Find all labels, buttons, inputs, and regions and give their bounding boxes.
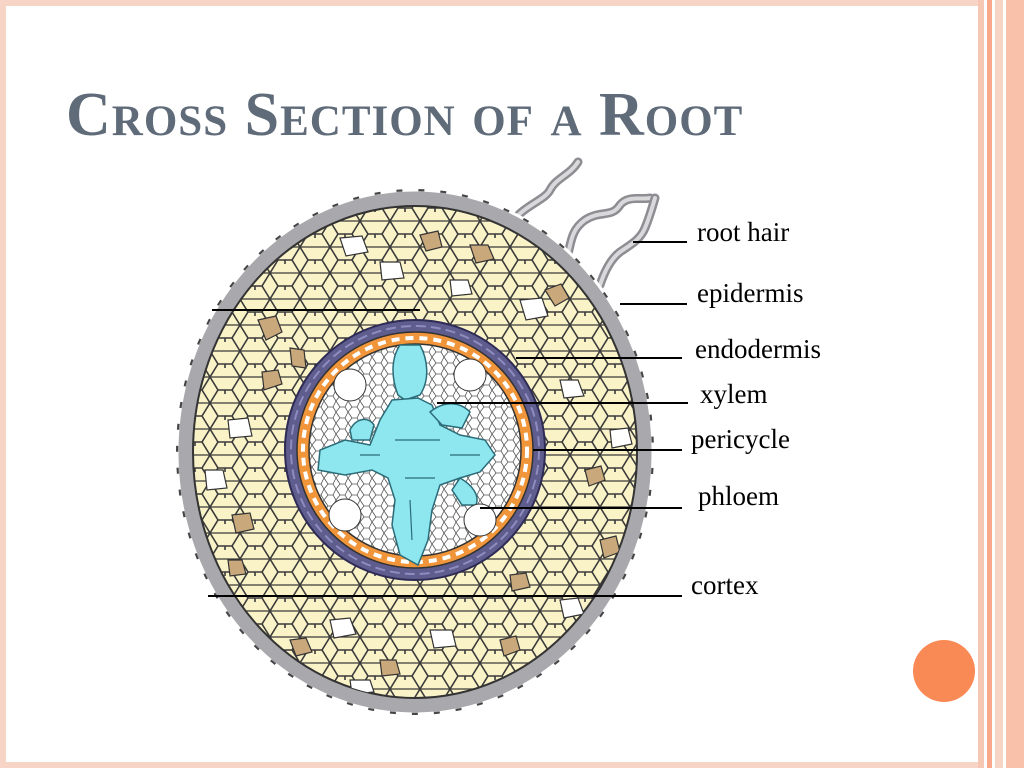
label-root-hair: root hair [697, 217, 789, 247]
root-hairs [507, 157, 660, 290]
label-pericycle: pericycle [691, 424, 790, 454]
slide-title: Cross Section of a Root [66, 81, 744, 149]
phloem-tissue [328, 358, 497, 537]
xylem-tissue [317, 344, 496, 567]
frame-right-border [978, 0, 1024, 768]
label-phloem: phloem [698, 481, 779, 511]
frame-left-border [0, 0, 6, 768]
leader-lines [208, 241, 688, 597]
frame-bottom-border [0, 762, 980, 768]
cortex-stained-cells [227, 230, 621, 677]
accent-circle [913, 640, 975, 702]
label-cortex: cortex [691, 570, 759, 600]
label-endodermis: endodermis [695, 334, 821, 364]
label-epidermis: epidermis [697, 278, 803, 308]
frame-top-border [0, 0, 980, 6]
label-xylem: xylem [700, 379, 768, 409]
